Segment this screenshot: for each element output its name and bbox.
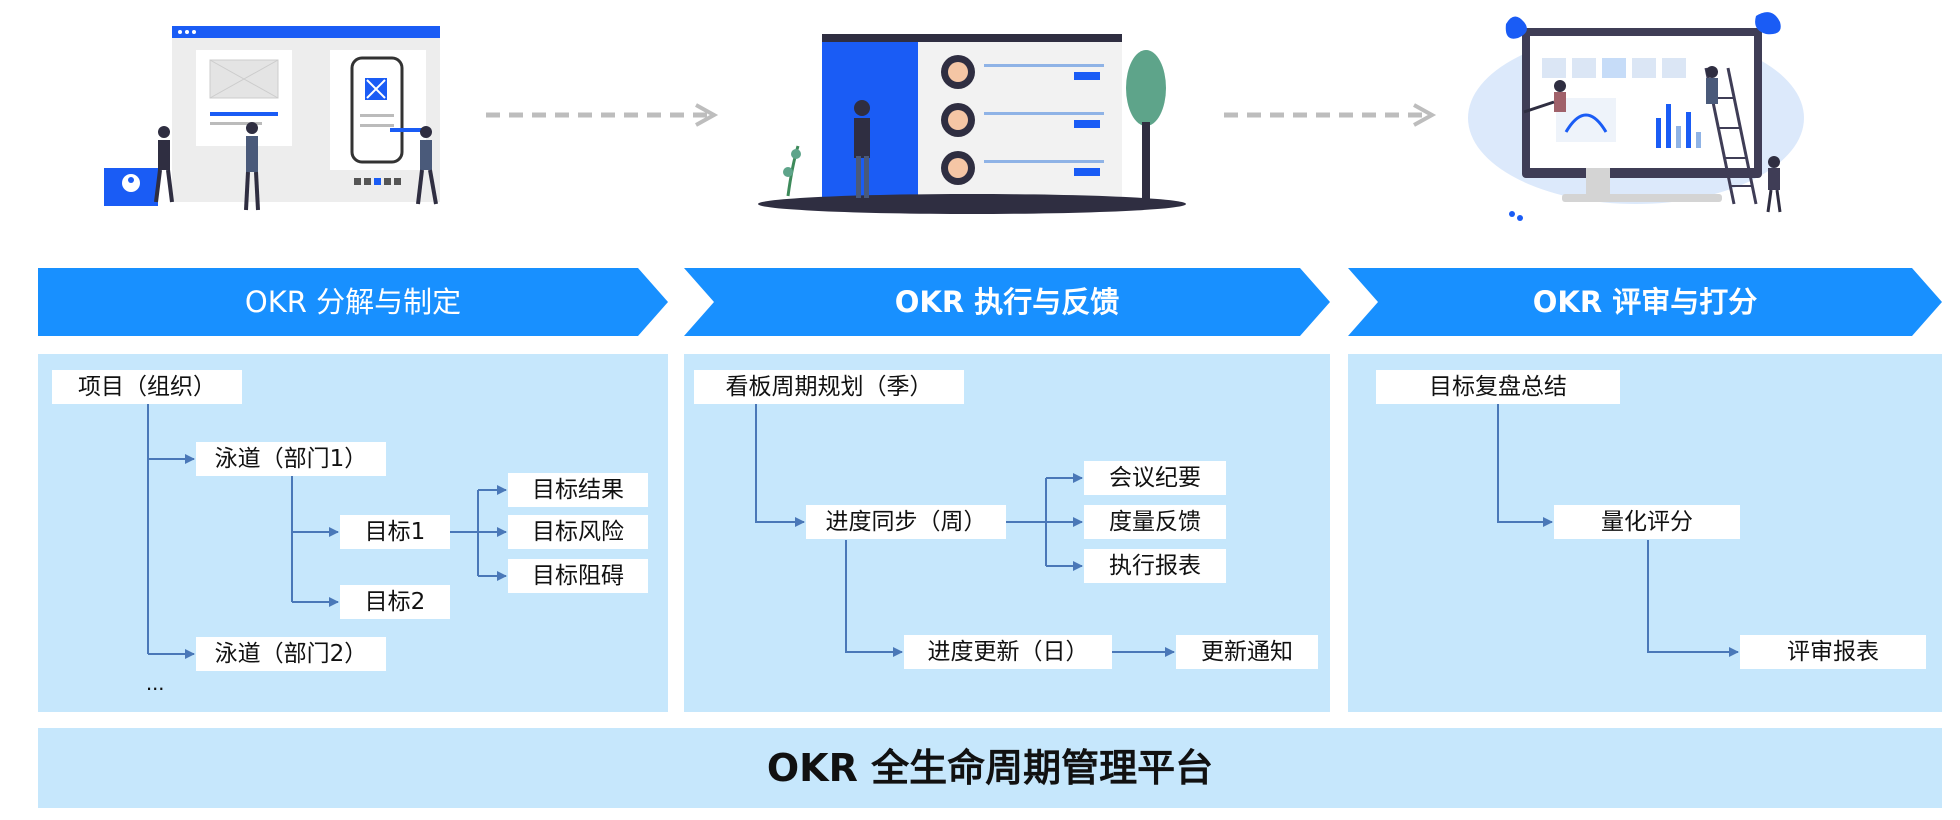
phase-title-1: OKR 分解与制定 <box>244 285 462 319</box>
node-goal-result: 目标结果 <box>508 473 648 507</box>
dashed-flow-arrow-2 <box>1224 103 1437 127</box>
phase-header-1: OKR 分解与制定 <box>38 268 668 336</box>
wireframe-planning-illustration <box>104 26 440 211</box>
more-ellipsis: ... <box>146 670 165 695</box>
dashboard-review-illustration <box>1468 12 1804 221</box>
node-lane-dept-1: 泳道（部门1） <box>196 442 386 476</box>
team-board-illustration <box>758 34 1186 214</box>
node-lane-dept-2: 泳道（部门2） <box>196 637 386 671</box>
node-goal-1: 目标1 <box>340 515 450 549</box>
node-board-cycle-plan: 看板周期规划（季） <box>694 370 964 404</box>
platform-title: OKR 全生命周期管理平台 <box>766 746 1214 790</box>
node-meeting-minutes: 会议纪要 <box>1084 461 1226 495</box>
node-quantified-score: 量化评分 <box>1554 505 1740 539</box>
phase-header-2: OKR 执行与反馈 <box>684 268 1330 336</box>
platform-banner: OKR 全生命周期管理平台 <box>38 728 1942 808</box>
phase-title-3: OKR 评审与打分 <box>1532 285 1758 319</box>
phase-panel-1: 项目（组织） 泳道（部门1） 目标1 目标2 目标结果 目标风险 目标阻碍 泳道… <box>38 354 668 712</box>
node-metric-feedback: 度量反馈 <box>1084 505 1226 539</box>
node-goal-block: 目标阻碍 <box>508 559 648 593</box>
node-review-report: 评审报表 <box>1740 635 1926 669</box>
tree-connectors-3 <box>1497 404 1739 657</box>
node-goal-retrospective: 目标复盘总结 <box>1376 370 1620 404</box>
dashed-flow-arrow-1 <box>486 103 719 127</box>
node-execution-report: 执行报表 <box>1084 549 1226 583</box>
phase-panel-2: 看板周期规划（季） 进度同步（周） 会议纪要 度量反馈 执行报表 进度更新（日）… <box>684 354 1330 712</box>
node-project-org: 项目（组织） <box>52 370 242 404</box>
node-progress-update: 进度更新（日） <box>904 635 1112 669</box>
tree-connectors-1 <box>147 404 507 659</box>
phase-panel-3: 目标复盘总结 量化评分 评审报表 <box>1348 354 1942 712</box>
phase-header-3: OKR 评审与打分 <box>1348 268 1942 336</box>
tree-connectors-2 <box>755 404 1175 657</box>
node-goal-2: 目标2 <box>340 585 450 619</box>
phase-title-2: OKR 执行与反馈 <box>894 285 1120 319</box>
node-progress-sync: 进度同步（周） <box>806 505 1006 539</box>
node-update-notice: 更新通知 <box>1176 635 1318 669</box>
node-goal-risk: 目标风险 <box>508 515 648 549</box>
